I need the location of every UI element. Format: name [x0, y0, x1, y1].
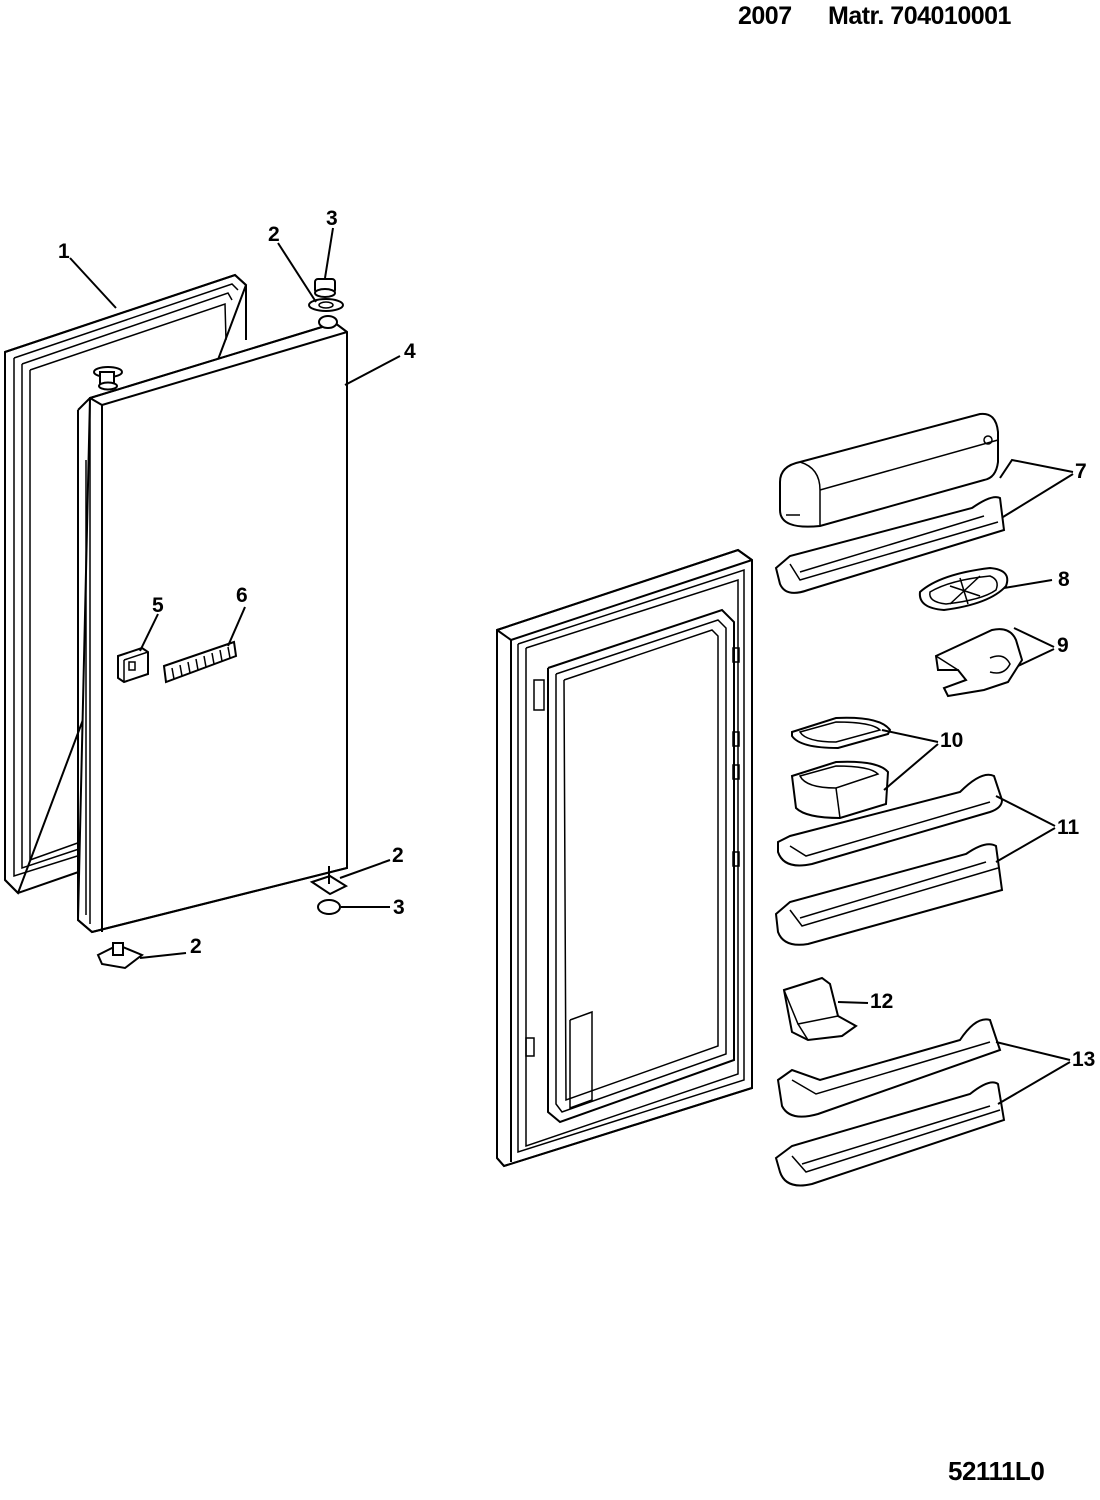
bottle-clip [934, 628, 1024, 698]
door-shelf-11-upper [777, 773, 1004, 867]
dairy-compartment-cover [779, 412, 999, 528]
butter-dish-lid [791, 716, 892, 750]
callout-6: 6 [236, 584, 248, 607]
door-shelf-11-lower [774, 843, 1004, 946]
egg-tray [918, 566, 1009, 612]
callout-7: 7 [1075, 460, 1087, 483]
header-year: 2007 [738, 2, 792, 30]
top-hinge-pin [93, 366, 123, 391]
bottom-hinge-right [309, 866, 349, 915]
callout-5: 5 [152, 594, 164, 617]
callout-11: 11 [1057, 816, 1080, 839]
callout-2-bottom: 2 [190, 935, 202, 958]
strip-part-6 [162, 640, 238, 684]
callout-3-top: 3 [326, 207, 338, 230]
callout-8: 8 [1058, 568, 1070, 591]
butter-dish-box [790, 760, 890, 820]
leader-lines [69, 227, 1074, 1105]
door-shelf-13-upper [776, 1018, 1002, 1118]
callout-9: 9 [1057, 634, 1069, 657]
door-shelf-7 [774, 496, 1006, 594]
small-flap [782, 976, 858, 1042]
inner-door-liner [496, 548, 753, 1168]
callout-1: 1 [58, 240, 70, 263]
outer-door-panel [76, 321, 348, 934]
callout-3-right: 3 [393, 896, 405, 919]
drawing-code: 52111L0 [948, 1456, 1045, 1486]
header-matr-number: Matr. 704010001 [828, 2, 1011, 30]
callout-2-right: 2 [392, 844, 404, 867]
callout-2-top: 2 [268, 223, 280, 246]
callout-12: 12 [870, 990, 893, 1013]
callout-10: 10 [940, 729, 963, 752]
callout-4: 4 [404, 340, 416, 363]
callout-13: 13 [1072, 1048, 1095, 1071]
top-hinge-washer [308, 278, 344, 329]
bottom-hinge-left [96, 942, 144, 970]
